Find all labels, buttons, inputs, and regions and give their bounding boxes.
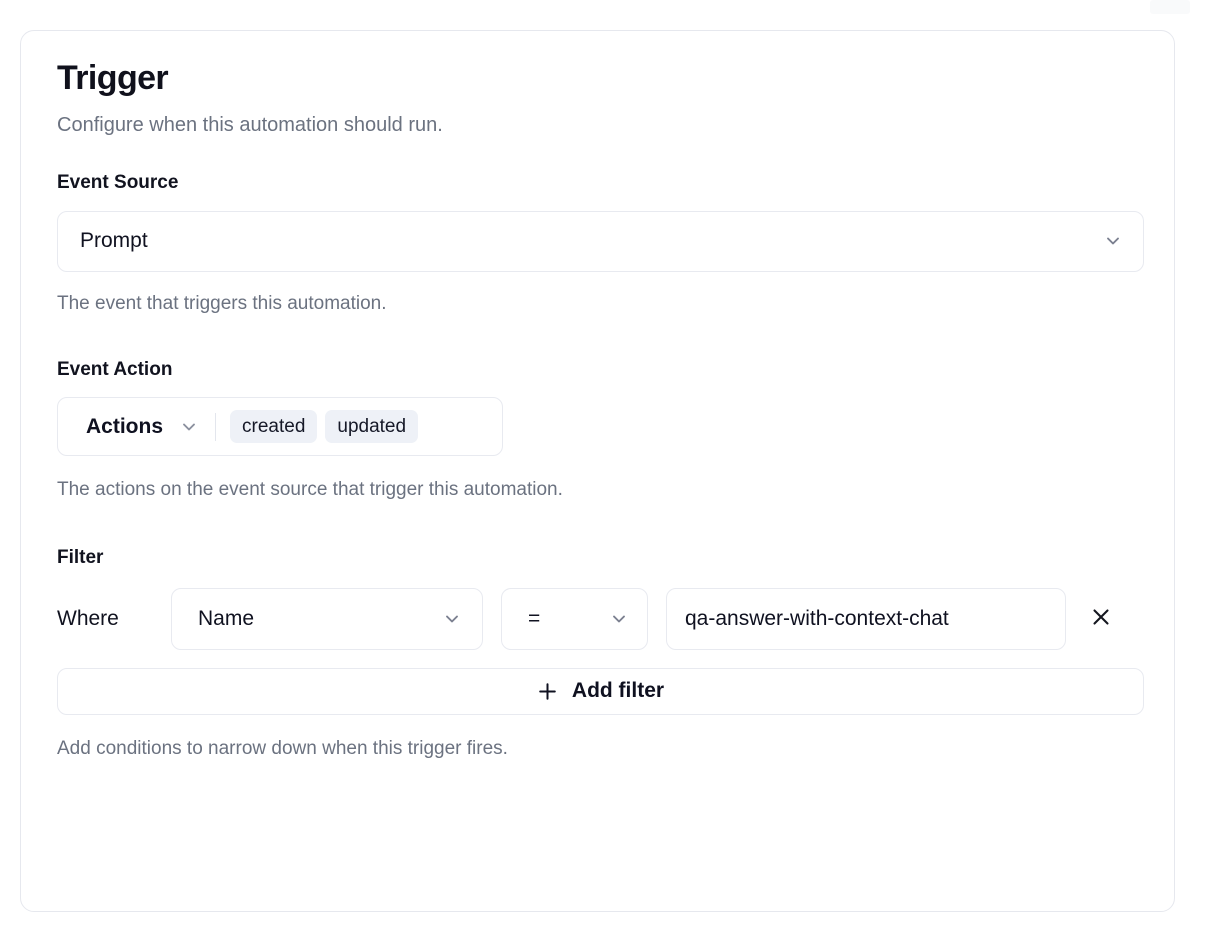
event-source-helper: The event that triggers this automation. [57, 292, 387, 314]
event-source-group: Event Source Prompt The event that trigg… [57, 172, 1144, 316]
chevron-down-icon [442, 609, 462, 629]
remove-filter-button[interactable] [1078, 596, 1124, 642]
chevron-down-icon [609, 609, 629, 629]
filter-value-input[interactable]: qa-answer-with-context-chat [666, 587, 1066, 650]
action-chip-updated[interactable]: updated [325, 410, 419, 444]
actions-dropdown-label: Actions [86, 414, 164, 438]
where-label: Where [57, 606, 119, 630]
event-action-group: Event Action Actions created updated [57, 359, 1138, 503]
action-chip-created[interactable]: created [230, 410, 318, 444]
action-chip-list: created updated [230, 410, 419, 444]
filter-field-select[interactable]: Name [171, 587, 483, 650]
capture-artifact [1150, 0, 1190, 14]
actions-dropdown-trigger[interactable]: Actions [58, 398, 215, 455]
chevron-down-icon [179, 417, 199, 437]
close-icon [1090, 606, 1112, 631]
filter-label: Filter [57, 547, 104, 569]
trigger-card-body: Trigger Configure when this automation s… [21, 31, 1174, 762]
page-title: Trigger [57, 59, 169, 97]
filter-value-text: qa-answer-with-context-chat [685, 606, 949, 630]
add-filter-label: Add filter [571, 679, 665, 703]
event-action-helper: The actions on the event source that tri… [57, 479, 563, 501]
filter-group: Filter Where Name = [57, 547, 1144, 761]
divider [215, 412, 217, 441]
event-source-value: Prompt [80, 229, 148, 253]
filter-row: Where Name = [57, 587, 1138, 650]
trigger-card: Trigger Configure when this automation s… [20, 30, 1175, 912]
filter-operator-value: = [528, 606, 541, 630]
filter-helper: Add conditions to narrow down when this … [57, 737, 508, 759]
add-filter-button[interactable]: Add filter [57, 667, 1144, 715]
event-source-select[interactable]: Prompt [57, 210, 1144, 272]
event-source-label: Event Source [57, 172, 179, 194]
event-action-label: Event Action [57, 358, 173, 380]
event-action-control: Actions created updated [57, 397, 503, 457]
filter-operator-select[interactable]: = [501, 587, 648, 650]
page-subtitle: Configure when this automation should ru… [57, 114, 443, 137]
chevron-down-icon [1103, 231, 1123, 251]
plus-icon [537, 681, 558, 702]
filter-field-value: Name [198, 606, 255, 630]
